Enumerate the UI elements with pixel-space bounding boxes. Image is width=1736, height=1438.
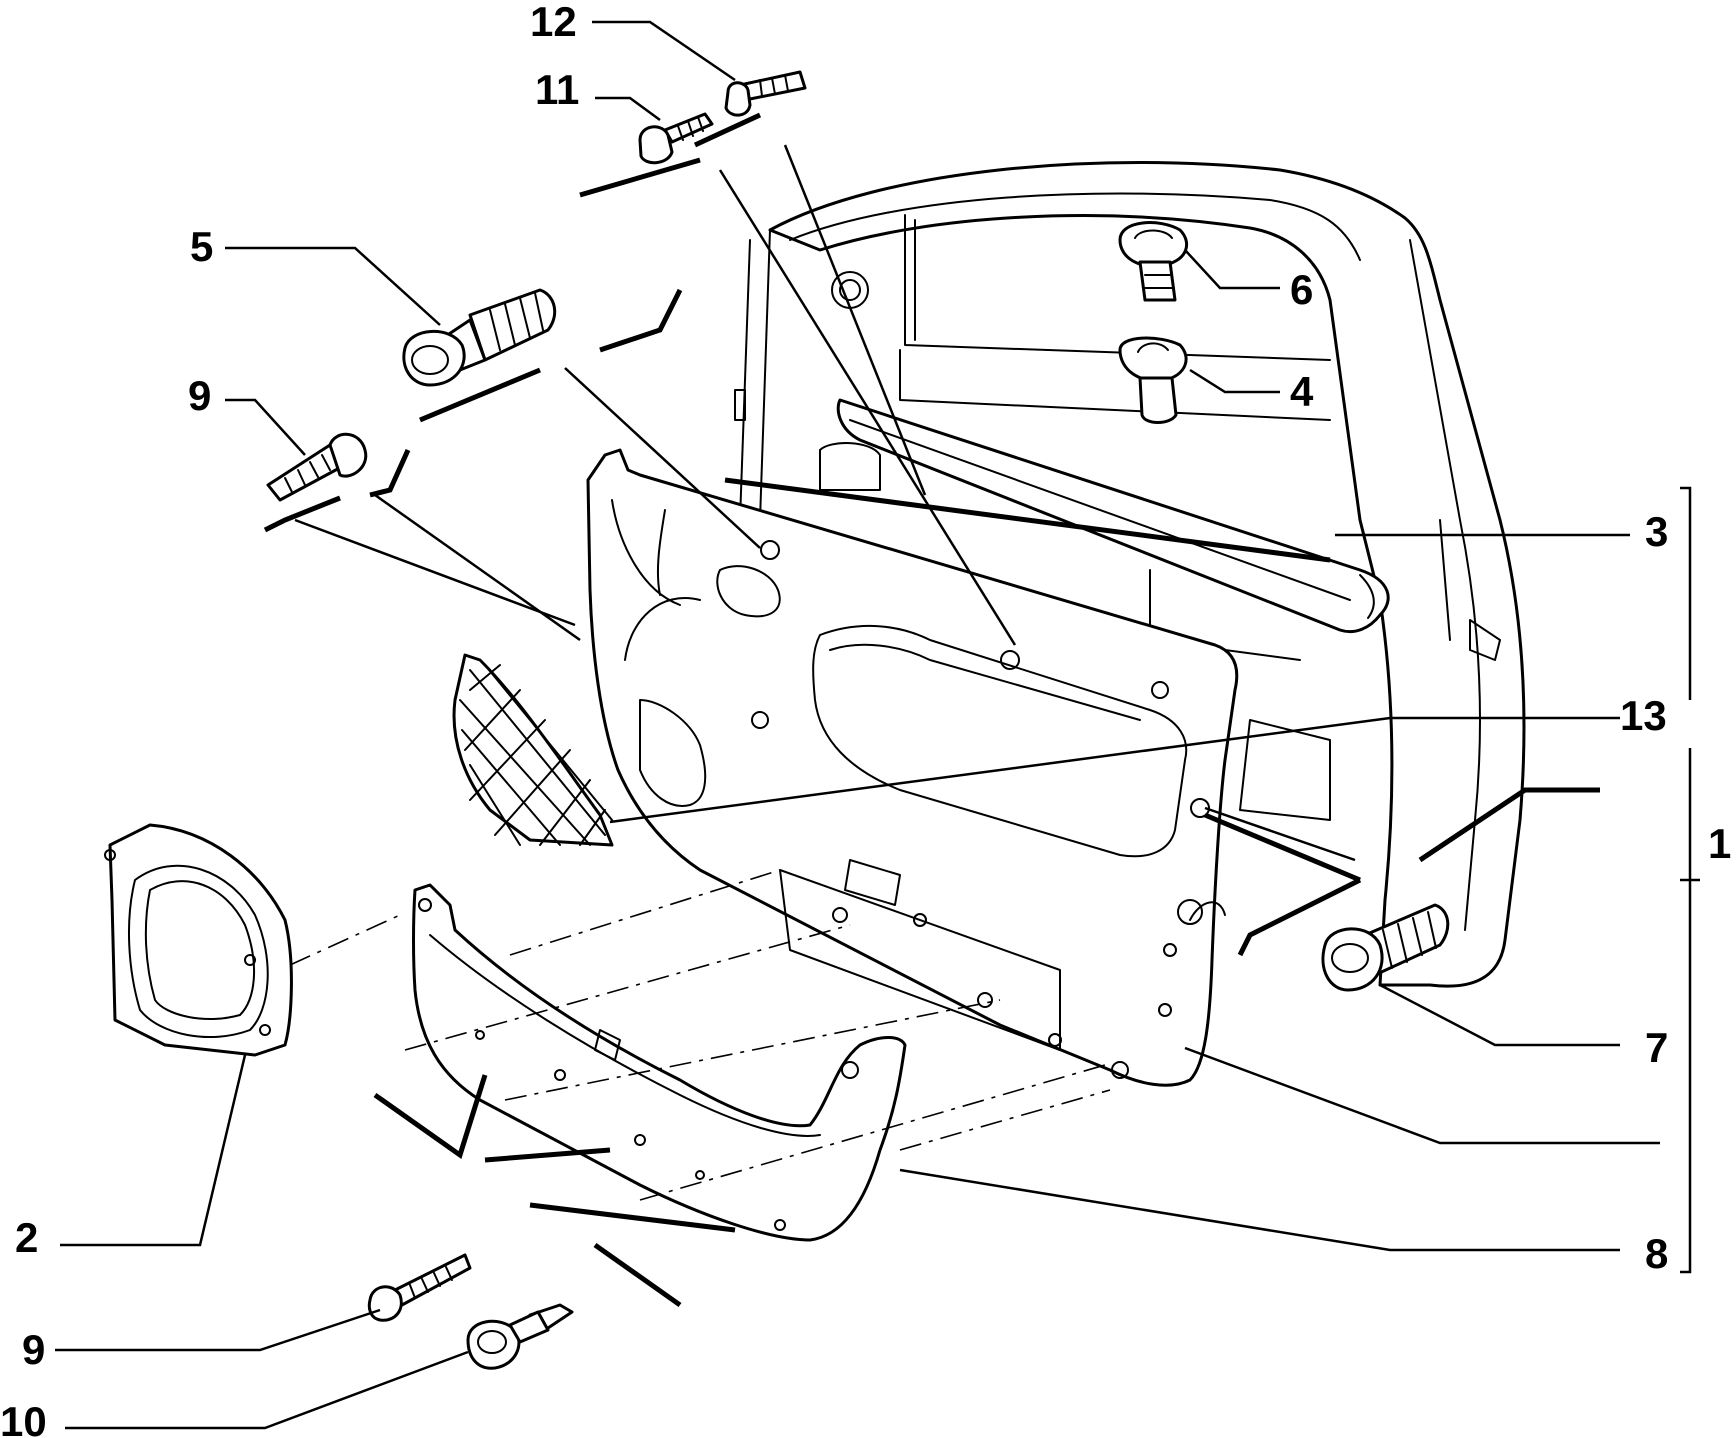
callout-7: 7 [1645,1024,1668,1071]
callout-11: 11 [535,66,579,113]
screw-part-12 [724,70,807,117]
inner-door-trim-panel [586,448,1239,1087]
screw-part-9-top [266,432,368,502]
assembly-direction-lines [263,112,1600,1308]
clip-part-4 [1118,336,1188,424]
callout-4: 4 [1290,368,1314,415]
screw-part-9-bottom [367,1253,472,1322]
callout-9-bottom: 9 [22,1326,45,1373]
callout-3: 3 [1645,508,1668,555]
push-clip-part-7 [1321,903,1450,992]
callout-6: 6 [1290,266,1313,313]
callout-10: 10 [0,1398,47,1438]
door-pocket-armrest [412,883,907,1242]
speaker-cover [104,823,293,1057]
callout-1: 1 [1708,820,1731,867]
push-rivet-part-10 [466,1303,574,1370]
callout-8: 8 [1645,1230,1668,1277]
clip-part-6 [1118,221,1189,302]
callout-2: 2 [15,1214,38,1261]
leader-lines [55,20,1700,1430]
callout-9-top: 9 [188,372,211,419]
callout-12: 12 [530,0,577,45]
screw-part-11 [638,112,714,165]
callout-13: 13 [1620,692,1667,739]
door-frame [734,161,1526,988]
callout-5: 5 [190,223,213,270]
window-seal-strip [836,398,1390,634]
push-clip-part-5 [402,288,557,387]
alignment-lines [289,869,1111,1201]
speaker-grille-mesh [452,653,614,847]
